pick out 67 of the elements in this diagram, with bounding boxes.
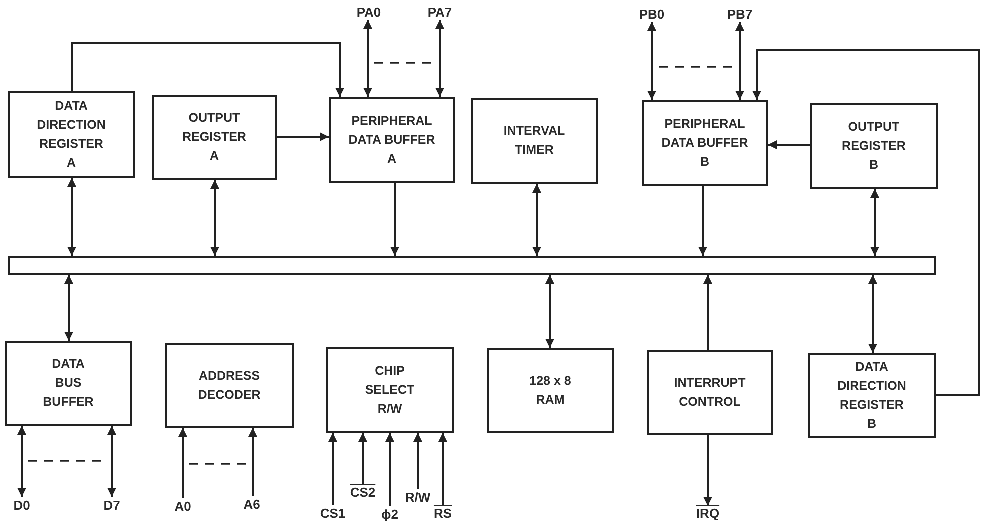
arrow xyxy=(248,428,258,496)
block-label: DATA DIRECTION REGISTER B xyxy=(836,358,908,432)
function-block xyxy=(326,347,454,433)
pin-label: ϕ2 xyxy=(376,506,404,521)
arrow xyxy=(704,435,712,506)
arrow xyxy=(328,433,338,505)
pin-label: A6 xyxy=(238,496,266,512)
arrow xyxy=(68,178,76,256)
arrow xyxy=(386,433,394,506)
pin-label: R/W xyxy=(401,489,435,505)
arrow xyxy=(210,180,220,256)
arrow xyxy=(414,433,422,489)
pin-label: CS1 xyxy=(317,505,349,521)
pin-label: PA0 xyxy=(355,4,383,20)
pin-label: CS2 xyxy=(346,484,380,500)
arrow xyxy=(870,189,880,256)
block-label: DATA BUS BUFFER xyxy=(42,356,95,411)
arrow xyxy=(736,22,744,100)
arrow xyxy=(108,426,116,497)
block-label: PERIPHERAL DATA BUFFER B xyxy=(660,116,750,170)
arrow xyxy=(64,275,74,341)
arrow xyxy=(358,433,368,484)
arrow xyxy=(390,183,400,256)
block-label: PERIPHERAL DATA BUFFER A xyxy=(348,112,436,168)
function-block xyxy=(647,350,773,435)
block-label: INTERRUPT CONTROL xyxy=(673,374,747,410)
block-label: INTERVAL TIMER xyxy=(502,123,566,159)
function-block xyxy=(5,341,132,426)
function-block xyxy=(8,91,135,178)
function-block xyxy=(487,348,614,433)
pin-label: D7 xyxy=(98,497,126,513)
function-block xyxy=(642,100,768,186)
pin-label: A0 xyxy=(169,498,197,514)
function-block xyxy=(152,95,277,180)
function-block xyxy=(471,98,598,184)
function-block xyxy=(165,343,294,428)
arrow xyxy=(277,132,329,142)
arrow xyxy=(752,49,980,396)
function-block xyxy=(808,353,936,438)
block-label: OUTPUT REGISTER A xyxy=(182,110,248,165)
function-block xyxy=(810,103,938,189)
arrow xyxy=(546,275,554,348)
arrow xyxy=(178,428,188,498)
block-label: ADDRESS DECODER xyxy=(197,368,262,404)
pin-label: IRQ xyxy=(694,506,722,521)
pin-label: PB7 xyxy=(726,6,754,22)
arrow xyxy=(18,426,26,497)
pin-label: PA7 xyxy=(426,4,454,20)
arrow xyxy=(71,42,344,97)
pin-label: PB0 xyxy=(638,6,666,22)
block-label: CHIP SELECT R/W xyxy=(364,362,416,418)
function-block xyxy=(329,97,455,183)
arrow xyxy=(648,22,656,100)
pin-label: RS xyxy=(429,505,457,521)
arrow xyxy=(768,140,810,150)
arrow xyxy=(868,275,878,353)
arrow xyxy=(364,20,372,97)
block-label: 128 x 8 RAM xyxy=(528,372,572,408)
arrow xyxy=(436,20,444,97)
arrow xyxy=(438,433,448,505)
block-label: OUTPUT REGISTER B xyxy=(841,118,907,174)
bus-bar xyxy=(8,256,936,275)
arrow xyxy=(698,186,708,256)
pin-label: D0 xyxy=(8,497,36,513)
block-label: DATA DIRECTION REGISTER A xyxy=(36,98,107,172)
arrow xyxy=(704,275,712,350)
arrow xyxy=(532,184,542,256)
